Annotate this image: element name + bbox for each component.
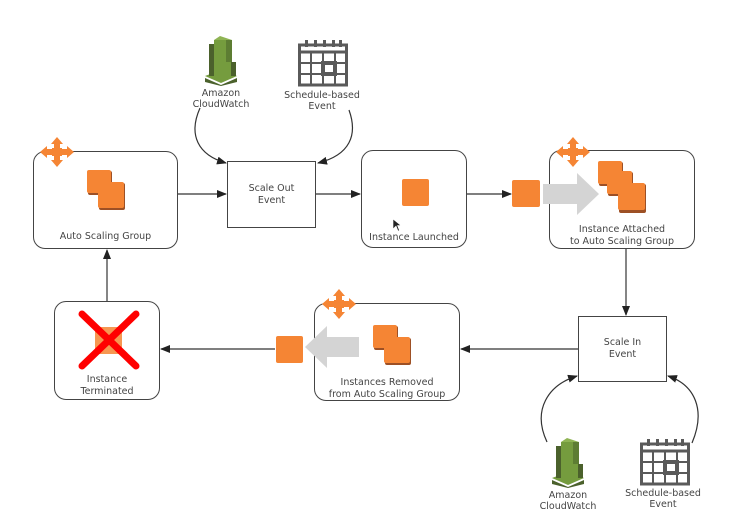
instances-removed-label-line1: Instances Removed (340, 377, 434, 388)
scale-in-event-label-line1: Scale In (603, 337, 642, 348)
scale-out-event-label-line1: Scale Out (248, 182, 295, 194)
calendar-icon (640, 439, 690, 486)
edge-bottom-schedule-to-scale-in (667, 375, 699, 444)
bottom-cloudwatch-label: Amazon CloudWatch (539, 490, 597, 512)
attach-arrow-icon (543, 173, 599, 215)
instance-terminated-label-line2: Terminated (80, 386, 134, 397)
instances-removed-label-line2: from Auto Scaling Group (328, 389, 446, 400)
mouse-cursor-icon (393, 219, 402, 232)
bottom-schedule-label: Schedule-based Event (625, 488, 701, 510)
auto-scaling-move-icon (322, 289, 356, 319)
instance-launched-label: Instance Launched (369, 232, 459, 243)
incoming-instance-icon (512, 180, 540, 207)
instance-icon (402, 179, 429, 206)
scale-out-event-node: Scale Out Event (227, 161, 316, 228)
outgoing-instance-icon (276, 336, 303, 363)
instances-group-icon (598, 161, 646, 213)
scale-out-event-label-line2: Event (257, 194, 286, 206)
top-cloudwatch-label: Amazon CloudWatch (192, 88, 250, 110)
top-schedule-label: Schedule-based Event (284, 90, 360, 112)
auto-scaling-move-icon (40, 137, 74, 167)
calendar-icon (298, 40, 348, 87)
instance-attached-label-line2: to Auto Scaling Group (570, 236, 674, 247)
instance-attached-label-line1: Instance Attached (578, 224, 666, 235)
terminate-x-icon (78, 310, 140, 370)
cloudwatch-icon (205, 36, 237, 86)
instance-terminated-label-line1: Instance (86, 374, 128, 385)
edge-top-cloudwatch-to-scale-out (194, 107, 227, 165)
auto-scaling-move-icon (556, 137, 590, 167)
scale-in-event-node: Scale In Event (578, 316, 667, 382)
edge-top-schedule-to-scale-out (317, 109, 353, 165)
edge-bottom-cloudwatch-to-scale-in (540, 374, 578, 443)
remove-arrow-icon (305, 326, 359, 368)
auto-scaling-group-label: Auto Scaling Group (59, 231, 152, 242)
instances-group-icon (373, 325, 411, 365)
instances-group-icon (87, 170, 125, 210)
scale-in-event-label-line2: Event (608, 349, 637, 360)
cloudwatch-icon (552, 438, 584, 488)
